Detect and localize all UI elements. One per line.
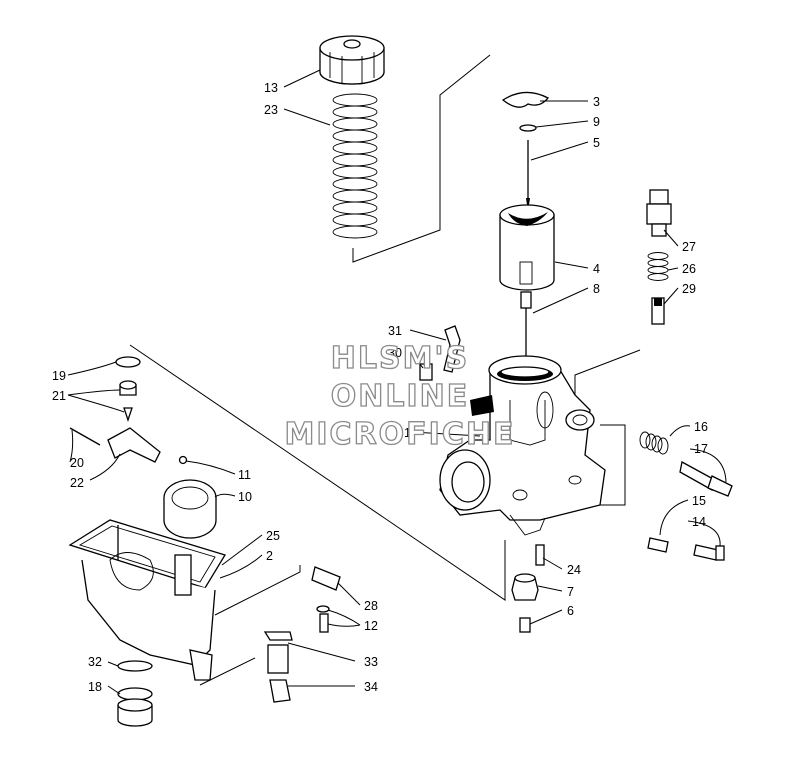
callout-22: 22 xyxy=(70,476,84,490)
bracket-screw-part xyxy=(311,566,341,633)
callout-15: 15 xyxy=(692,494,706,508)
callout-27: 27 xyxy=(682,240,696,254)
float-part xyxy=(163,455,217,539)
callout-7: 7 xyxy=(567,585,574,599)
cap-part xyxy=(319,35,385,85)
watermark: HLSM'S ONLINE MICROFICHE xyxy=(284,340,516,452)
callout-4: 4 xyxy=(593,262,600,276)
float-bowl-part xyxy=(68,519,226,681)
callout-3: 3 xyxy=(593,95,600,109)
clip-plate-part xyxy=(501,91,550,212)
callout-2: 2 xyxy=(266,549,273,563)
callout-20: 20 xyxy=(70,456,84,470)
cable-bracket-part xyxy=(419,325,461,381)
throttle-slide-part xyxy=(499,204,555,291)
callout-16: 16 xyxy=(694,420,708,434)
callout-17: 17 xyxy=(694,442,708,456)
callout-34: 34 xyxy=(364,680,378,694)
pilot-assembly-part xyxy=(646,189,672,325)
air-screw-part xyxy=(647,537,725,561)
callout-10: 10 xyxy=(238,490,252,504)
watermark-line-3: MICROFICHE xyxy=(285,417,516,452)
drain-plug-part xyxy=(117,660,153,727)
throttle-screw-part xyxy=(639,431,733,497)
callout-5: 5 xyxy=(593,136,600,150)
grouping-lines xyxy=(129,54,641,686)
needle-jet-part xyxy=(520,291,532,358)
jet-parts xyxy=(511,544,545,633)
callout-11: 11 xyxy=(238,468,251,482)
callout-21: 21 xyxy=(52,389,66,403)
callout-9: 9 xyxy=(593,115,600,129)
callout-1: 1 xyxy=(404,426,411,440)
callout-23: 23 xyxy=(264,103,278,117)
callout-29: 29 xyxy=(682,282,696,296)
callout-26: 26 xyxy=(682,262,696,276)
watermark-line-1: HLSM'S xyxy=(331,341,469,376)
callout-28: 28 xyxy=(364,599,378,613)
callout-labels: 13 23 3 9 5 4 8 27 26 29 31 30 1 16 17 1… xyxy=(52,81,708,694)
callout-14: 14 xyxy=(692,515,706,529)
callout-24: 24 xyxy=(567,563,581,577)
callout-19: 19 xyxy=(52,369,66,383)
callout-6: 6 xyxy=(567,604,574,618)
carburetor-body-part xyxy=(439,355,606,536)
callout-31: 31 xyxy=(388,324,402,338)
callout-33: 33 xyxy=(364,655,378,669)
callout-32: 32 xyxy=(88,655,102,669)
callout-18: 18 xyxy=(88,680,102,694)
hose-clamp-part xyxy=(263,631,293,703)
callout-8: 8 xyxy=(593,282,600,296)
watermark-line-2: ONLINE xyxy=(331,379,470,414)
leader-lines xyxy=(67,69,727,695)
float-valve-part xyxy=(69,356,161,463)
spring-part xyxy=(332,93,378,239)
callout-12: 12 xyxy=(364,619,378,633)
callout-25: 25 xyxy=(266,529,280,543)
callout-30: 30 xyxy=(388,346,402,360)
callout-13: 13 xyxy=(264,81,278,95)
